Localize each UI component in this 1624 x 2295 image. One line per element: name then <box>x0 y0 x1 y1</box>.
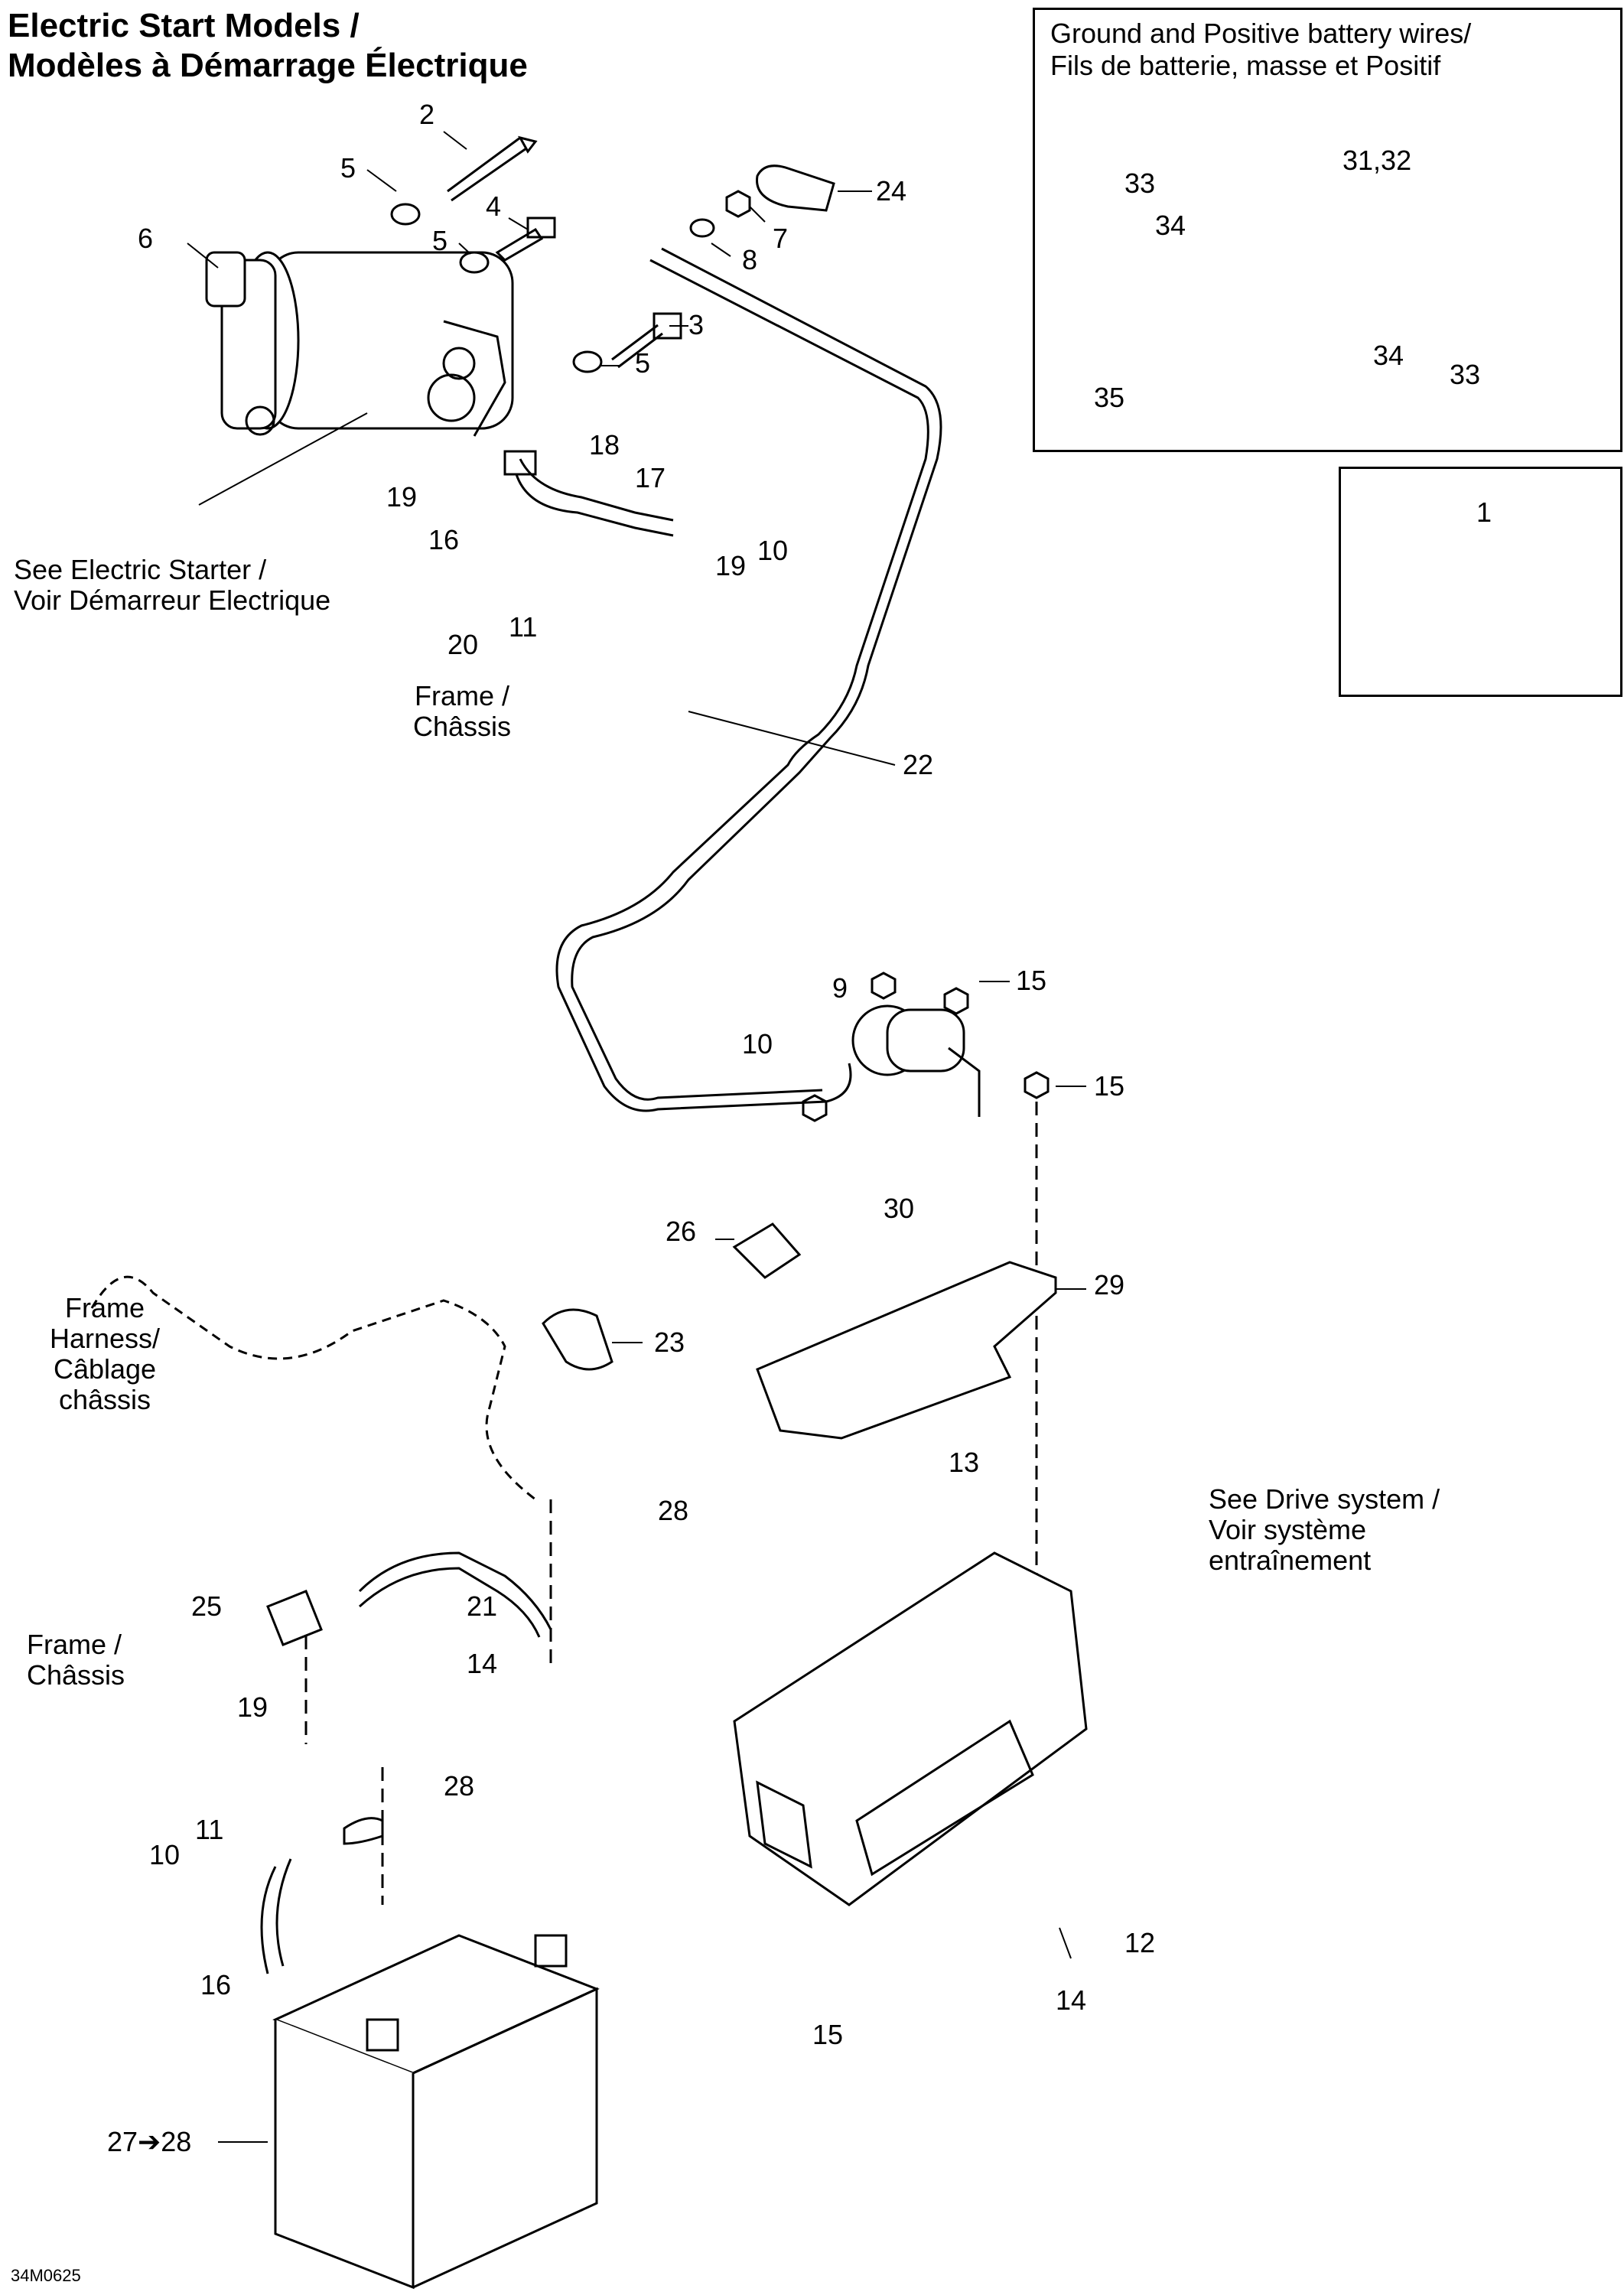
note-frame-harness-line3: Câblage <box>53 1353 157 1385</box>
callout-23: 23 <box>654 1327 685 1358</box>
callout-14-b: 14 <box>1056 1984 1087 2016</box>
boot-26 <box>734 1224 799 1278</box>
note-frame-harness-line2: Harness/ <box>50 1323 161 1354</box>
callout-20: 20 <box>447 629 479 660</box>
cable-21 <box>360 1553 551 1629</box>
callout-28-a: 28 <box>658 1495 689 1526</box>
note-see-starter-line1: See Electric Starter / <box>14 554 267 585</box>
note-frame-harness-line1: Frame <box>65 1292 145 1323</box>
callout-6: 6 <box>138 223 154 254</box>
callout-27-28: 27➔28 <box>107 2126 192 2157</box>
inset-tube-box <box>1339 467 1622 697</box>
note-see-drive-line1: See Drive system / <box>1209 1483 1440 1515</box>
callout-2: 2 <box>419 99 435 130</box>
callout-3: 3 <box>688 309 705 340</box>
page-title-line1: Electric Start Models / <box>8 7 360 44</box>
callout-24: 24 <box>876 175 907 207</box>
callout-5-a: 5 <box>340 152 356 184</box>
frame-harness <box>92 1277 535 1499</box>
bracket-29 <box>757 1262 1056 1438</box>
bolt-2 <box>447 138 535 200</box>
callout-15-b: 15 <box>1094 1070 1125 1102</box>
note-frame-harness: Frame Harness/ Câblage châssis <box>50 1293 160 1415</box>
note-see-drive-line2: Voir système <box>1209 1514 1367 1545</box>
ground-cable-16-lower <box>262 1859 291 1974</box>
callout-15-a: 15 <box>1016 965 1047 996</box>
callout-35: 35 <box>1094 382 1125 413</box>
note-frame-top-line2: Châssis <box>413 711 512 742</box>
callout-5-b: 5 <box>432 225 448 256</box>
battery-holder-12 <box>734 1553 1086 1905</box>
inset-wires-title-line1: Ground and Positive battery wires/ <box>1050 18 1472 49</box>
callout-12: 12 <box>1124 1927 1156 1958</box>
page-title-line2: Modèles à Démarrage Électrique <box>8 47 528 84</box>
callout-5-c: 5 <box>635 347 651 379</box>
boot-24 <box>757 166 835 210</box>
electric-starter-part <box>207 252 513 436</box>
callout-28-b: 28 <box>444 1770 475 1802</box>
callout-8: 8 <box>742 244 758 275</box>
callout-22: 22 <box>903 749 934 780</box>
note-frame-bottom-line1: Frame / <box>27 1629 122 1660</box>
callout-17: 17 <box>635 462 666 493</box>
callout-16-a: 16 <box>428 524 460 555</box>
callout-33-top: 33 <box>1124 168 1156 199</box>
inset-wires-title-line2: Fils de batterie, masse et Positif <box>1050 50 1441 81</box>
callout-18: 18 <box>589 429 620 461</box>
callout-10-c: 10 <box>149 1839 181 1870</box>
note-frame-bottom: Frame / Châssis <box>27 1629 125 1691</box>
note-frame-harness-line4: châssis <box>59 1384 151 1415</box>
callout-19-b: 19 <box>715 550 747 581</box>
callout-34-bottom: 34 <box>1373 340 1404 371</box>
boot-23 <box>543 1310 612 1369</box>
callout-16-b: 16 <box>200 1969 232 2000</box>
note-see-drive-system: See Drive system / Voir système entraîne… <box>1209 1484 1440 1576</box>
callout-4: 4 <box>486 190 502 222</box>
note-see-starter-line2: Voir Démarreur Electrique <box>14 584 331 616</box>
callout-7: 7 <box>773 223 789 254</box>
callout-1: 1 <box>1476 496 1492 528</box>
callout-19-a: 19 <box>386 481 418 513</box>
battery-27 <box>275 1935 597 2287</box>
solenoid-9 <box>853 1006 979 1117</box>
callout-33-bottom: 33 <box>1450 359 1481 390</box>
callout-21: 21 <box>467 1590 498 1622</box>
callout-11-a: 11 <box>509 611 538 643</box>
callout-13: 13 <box>949 1447 980 1478</box>
drawing-code: 34M0625 <box>11 2266 81 2285</box>
callout-29: 29 <box>1094 1269 1125 1300</box>
ground-cable-16 <box>520 459 673 520</box>
page-title: Electric Start Models / Modèles à Démarr… <box>8 6 528 86</box>
inset-wires-box: Ground and Positive battery wires/ Fils … <box>1033 8 1622 452</box>
callout-19-c: 19 <box>237 1691 268 1723</box>
callout-26: 26 <box>666 1216 697 1247</box>
positive-cable-22 <box>557 260 928 1111</box>
callout-14-a: 14 <box>467 1648 498 1679</box>
note-frame-top: Frame / Châssis <box>413 681 511 742</box>
callout-15-c: 15 <box>812 2019 844 2050</box>
callout-30: 30 <box>884 1193 915 1224</box>
note-frame-bottom-line2: Châssis <box>27 1659 125 1691</box>
callout-34-top: 34 <box>1155 210 1186 241</box>
callout-11-b: 11 <box>195 1814 224 1845</box>
boot-25 <box>268 1591 321 1645</box>
callout-10-a: 10 <box>757 535 789 566</box>
note-frame-top-line1: Frame / <box>415 680 510 711</box>
callout-31-32: 31,32 <box>1342 145 1412 176</box>
callout-9: 9 <box>832 972 848 1004</box>
bolt-4 <box>497 230 542 260</box>
note-see-drive-line3: entraînement <box>1209 1545 1372 1576</box>
inset-wires-title: Ground and Positive battery wires/ Fils … <box>1050 18 1471 82</box>
callout-25: 25 <box>191 1590 223 1622</box>
callout-10-b: 10 <box>742 1028 773 1060</box>
note-see-electric-starter: See Electric Starter / Voir Démarreur El… <box>14 555 330 616</box>
